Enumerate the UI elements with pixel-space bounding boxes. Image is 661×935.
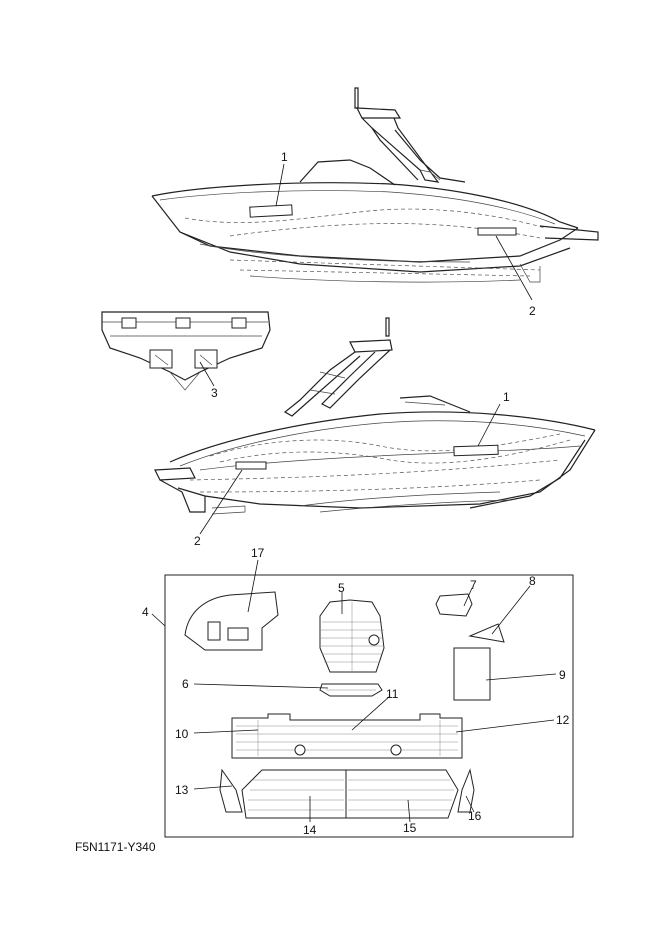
callout-6: 6 xyxy=(182,677,189,691)
callout-7: 7 xyxy=(470,578,477,592)
callout-5: 5 xyxy=(338,581,345,595)
leader-lines xyxy=(151,163,557,823)
diagram-code: F5N1171-Y340 xyxy=(75,840,156,854)
callout-2-top: 2 xyxy=(529,304,536,318)
callout-4: 4 xyxy=(142,605,149,619)
boat-side-view-top xyxy=(151,87,599,283)
callout-11: 11 xyxy=(386,687,399,701)
callout-12: 12 xyxy=(556,713,570,727)
callout-3: 3 xyxy=(211,386,218,400)
callout-13: 13 xyxy=(175,783,189,797)
mat-kit-box xyxy=(164,574,574,838)
boat-stern-view xyxy=(101,311,271,391)
callout-1-top: 1 xyxy=(281,150,288,164)
callout-8: 8 xyxy=(529,574,536,588)
callout-labels: 1 2 3 1 2 4 17 5 6 7 8 9 10 11 12 13 14 … xyxy=(142,150,570,837)
callout-9: 9 xyxy=(559,668,566,682)
boat-side-view-middle xyxy=(154,317,596,515)
callout-14: 14 xyxy=(303,823,317,837)
callout-17: 17 xyxy=(251,546,265,560)
callout-15: 15 xyxy=(403,821,417,835)
callout-10: 10 xyxy=(175,727,189,741)
callout-2-middle: 2 xyxy=(194,534,201,548)
callout-1-middle: 1 xyxy=(503,390,510,404)
callout-16: 16 xyxy=(468,809,482,823)
